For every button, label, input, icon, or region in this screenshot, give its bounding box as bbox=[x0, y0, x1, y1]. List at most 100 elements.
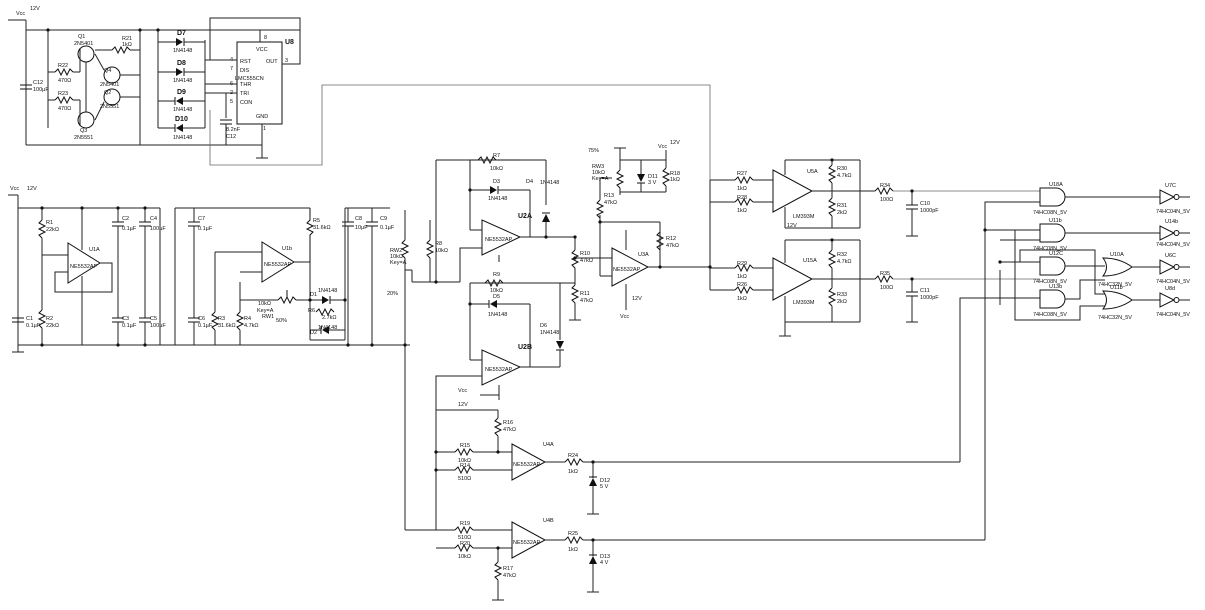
d7-diode bbox=[158, 38, 205, 46]
r18-ref: R18 bbox=[670, 171, 680, 177]
q3-value: 2N5551 bbox=[74, 135, 93, 141]
rw1-pos: 50% bbox=[276, 318, 287, 324]
d13-value: 4 V bbox=[600, 560, 609, 566]
r4-value: 4.7kΩ bbox=[244, 323, 259, 329]
r16-resistor bbox=[493, 417, 503, 437]
v12-label-u15: 12V bbox=[787, 223, 797, 229]
d13-zener bbox=[589, 554, 597, 564]
comparator-section: R27 1kΩ R28 1kΩ U5A LM393M R30 4.7kΩ R31… bbox=[709, 159, 1040, 337]
vcc-label-2: Vcc bbox=[10, 186, 19, 192]
rw2-value: 10kΩ bbox=[390, 254, 403, 260]
u12c-ref: U12C bbox=[1049, 251, 1063, 257]
reference-section: Vcc 12V R1 22kΩ R2 22kΩ C1 0.1µF U1A NE5… bbox=[8, 186, 410, 353]
d5-ref: D5 bbox=[493, 294, 500, 300]
r34-value: 100Ω bbox=[880, 197, 893, 203]
r25-resistor bbox=[564, 535, 584, 545]
r8-resistor bbox=[425, 239, 435, 259]
r35-resistor bbox=[874, 274, 894, 284]
r24-resistor bbox=[564, 457, 584, 467]
r35-ref: R35 bbox=[880, 271, 890, 277]
r22-ref: R22 bbox=[58, 63, 68, 69]
r24-value: 1kΩ bbox=[568, 469, 578, 475]
r27-value: 1kΩ bbox=[737, 186, 747, 192]
v12-label-u3: 12V bbox=[632, 296, 642, 302]
u8d-ref: U8d bbox=[1165, 286, 1175, 292]
r23-ref: R23 bbox=[58, 91, 68, 97]
logic-section: U18A 74HC08N_5V U11b 74HC08N_5V U12C 74H… bbox=[959, 182, 1190, 540]
u15a-ref: U15A bbox=[803, 258, 817, 264]
r31-value: 2kΩ bbox=[837, 210, 847, 216]
r11-resistor bbox=[570, 284, 580, 304]
c11-value: 1000pF bbox=[920, 295, 939, 301]
u18a-value: 74HC08N_5V bbox=[1033, 210, 1067, 216]
r31-resistor bbox=[827, 197, 837, 217]
r19-ref: R19 bbox=[460, 521, 470, 527]
u1b-value: NE5532AP bbox=[264, 262, 292, 268]
r6-ref: R6 bbox=[308, 308, 315, 314]
r25-ref: R25 bbox=[568, 531, 578, 537]
d4-value: 1N4148 bbox=[540, 180, 559, 186]
r28-resistor bbox=[734, 197, 754, 207]
c5-ref: C5 bbox=[150, 316, 157, 322]
u2b-value: NE5532AP bbox=[485, 367, 513, 373]
r20-resistor bbox=[454, 543, 474, 553]
u11b-value: 74HC08N_5V bbox=[1033, 246, 1067, 252]
u13b-value: 74HC08N_5V bbox=[1033, 312, 1067, 318]
u8-pin-out: OUT bbox=[266, 59, 278, 65]
c6-value: 0.1µF bbox=[198, 323, 213, 329]
r7-resistor bbox=[470, 155, 520, 165]
u1a-value: NE5532AP bbox=[70, 264, 98, 270]
r34-resistor bbox=[874, 186, 894, 196]
d2-value: 1N4148 bbox=[318, 325, 337, 331]
d1-diode bbox=[322, 296, 331, 304]
r18-resistor bbox=[661, 167, 671, 187]
q1-value: 2N5401 bbox=[74, 41, 93, 47]
d10-diode bbox=[158, 124, 205, 132]
vcc-label: Vcc bbox=[16, 11, 25, 17]
r35-value: 100Ω bbox=[880, 285, 893, 291]
rw3-pot bbox=[615, 169, 625, 189]
u15a-value: LM393M bbox=[793, 300, 815, 306]
u6c-not-gate bbox=[1159, 259, 1180, 275]
u4a-value: NE5532AP bbox=[513, 462, 541, 468]
d4-diode bbox=[542, 212, 550, 222]
u7c-value: 74HC04N_5V bbox=[1156, 209, 1190, 215]
c4-value: 100µF bbox=[150, 226, 166, 232]
rw3-value: 10kΩ bbox=[592, 170, 605, 176]
d12-zener bbox=[589, 476, 597, 486]
d3-diode bbox=[490, 186, 499, 194]
r22-resistor bbox=[54, 67, 74, 77]
u11b-and-gate bbox=[1039, 223, 1066, 243]
rw3-ref: RW3 bbox=[592, 164, 604, 170]
u11b2-ref: U11b bbox=[1110, 285, 1123, 291]
u3a-opamp bbox=[611, 247, 650, 287]
r20-ref: R20 bbox=[460, 541, 470, 547]
r6-resistor bbox=[315, 307, 335, 317]
r10-resistor bbox=[570, 249, 580, 269]
u3a-ref: U3A bbox=[638, 252, 649, 258]
u10a-or-gate bbox=[1101, 257, 1133, 277]
d11-zener bbox=[637, 174, 645, 184]
c7-ref: C7 bbox=[198, 216, 205, 222]
c8-value: 10µF bbox=[355, 225, 368, 231]
r16-ref: R16 bbox=[503, 420, 513, 426]
u2b-opamp bbox=[481, 349, 522, 386]
u8-pinnum-5: 5 bbox=[230, 99, 233, 105]
u8-pin-vcc: VCC bbox=[256, 47, 268, 53]
r9-ref: R9 bbox=[493, 272, 500, 278]
u8d-value: 74HC04N_5V bbox=[1156, 312, 1190, 318]
c2-value: 0.1µF bbox=[122, 226, 137, 232]
u8-pin-tri: TRI bbox=[240, 91, 249, 97]
u14b-not-gate bbox=[1159, 225, 1180, 241]
d9-diode bbox=[158, 97, 205, 105]
d9-ref: D9 bbox=[177, 89, 186, 96]
r21-ref: R21 bbox=[122, 36, 132, 42]
r13-resistor bbox=[595, 199, 605, 219]
r18-value: 1kΩ bbox=[670, 177, 680, 183]
r14-resistor bbox=[454, 465, 474, 475]
u8-pin-thr: THR bbox=[240, 82, 251, 88]
u8-ref: U8 bbox=[285, 39, 294, 46]
r24-ref: R24 bbox=[568, 453, 578, 459]
d6-diode bbox=[556, 341, 564, 351]
